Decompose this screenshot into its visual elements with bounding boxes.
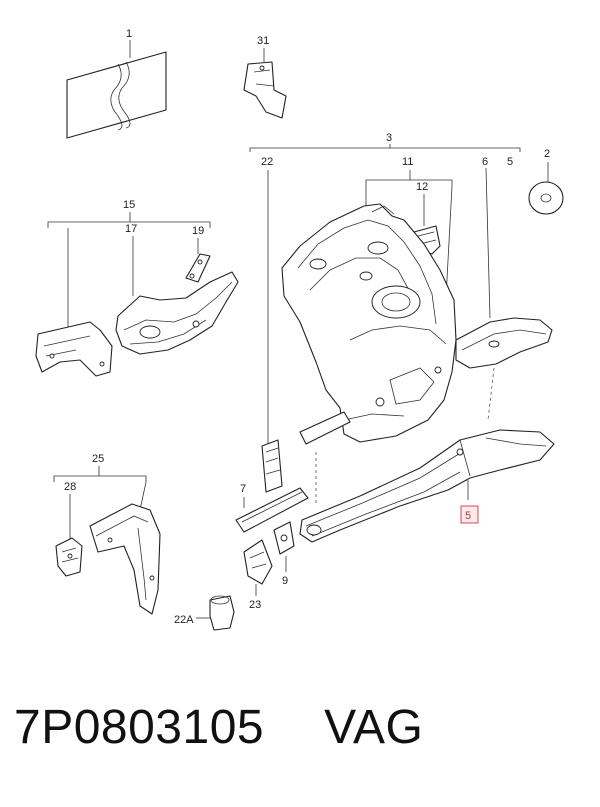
group-25-callout: 25 28 [53, 453, 147, 540]
label-19: 19 [192, 225, 204, 237]
label-1: 1 [126, 28, 132, 40]
part-22a-plug: 22A [174, 595, 235, 631]
part-wheel-housing [281, 203, 457, 443]
part-7-sill-strip: 7 [235, 411, 351, 533]
label-22: 22 [261, 156, 273, 168]
part-23-bracket: 23 [243, 539, 273, 611]
part-19-strap [185, 253, 211, 283]
part-9-clip: 9 [273, 521, 295, 587]
label-6: 6 [482, 156, 488, 168]
label-25: 25 [92, 453, 104, 465]
part-22-strip [261, 170, 283, 493]
part-5-highlight-label: 5 [460, 505, 479, 524]
part-17-inner-panel [115, 271, 239, 355]
label-9: 9 [282, 575, 288, 587]
group-15-callout: 15 17 19 [47, 199, 211, 330]
brand-name: VAG [324, 701, 424, 754]
part-28-bracket [55, 537, 83, 577]
label-2: 2 [544, 148, 550, 160]
label-5-highlight: 5 [465, 510, 471, 522]
part-2-plug: 2 [528, 148, 564, 215]
label-12: 12 [416, 181, 428, 193]
part-6-upper-rail [455, 317, 553, 421]
footer-title: 7P0803105 VAG [14, 700, 584, 755]
part-1-label-panel: 1 [66, 28, 167, 139]
label-17: 17 [125, 223, 137, 235]
part-31-bracket: 31 [243, 35, 287, 119]
part-number: 7P0803105 [14, 701, 265, 754]
label-31: 31 [257, 35, 269, 47]
label-5-top: 5 [507, 156, 513, 168]
part-15-side-panel [35, 321, 113, 377]
part-25-pillar [89, 503, 161, 615]
label-15: 15 [123, 199, 135, 211]
label-22a: 22A [174, 614, 194, 626]
label-11: 11 [402, 156, 413, 168]
label-28: 28 [64, 481, 76, 493]
label-3: 3 [386, 132, 392, 144]
label-23: 23 [249, 599, 261, 611]
part-5-side-member [299, 429, 555, 543]
label-7: 7 [240, 483, 246, 495]
group-3-callout: 3 22 11 6 5 12 [249, 132, 521, 319]
